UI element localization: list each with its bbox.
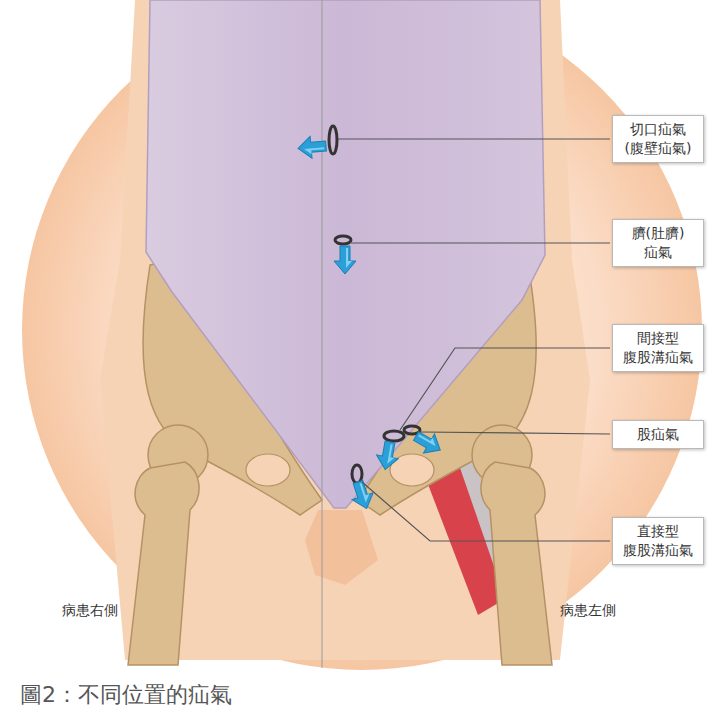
lower-body: [305, 510, 378, 585]
hernia-arrow: [411, 426, 446, 459]
callout-text: 直接型 腹股溝疝氣: [621, 522, 695, 560]
hernia-opening: [329, 126, 420, 483]
callout-text: 間接型 腹股溝疝氣: [621, 329, 695, 367]
callout-box: 間接型 腹股溝疝氣: [612, 324, 704, 372]
hernia-arrow: [334, 246, 356, 274]
callout-box: 直接型 腹股溝疝氣: [612, 517, 704, 565]
leader-line: [338, 139, 610, 541]
callout-box: 股疝氣: [612, 420, 704, 449]
background-circle: [22, 0, 702, 670]
callout-box: 臍(肚臍) 疝氣: [612, 219, 704, 267]
midline: [322, 0, 323, 668]
side-label: 病患左側: [560, 602, 616, 620]
obturator-foramen: [246, 454, 290, 486]
hernia-arrow: [348, 479, 378, 512]
hernia-arrow: [374, 440, 401, 471]
abdominal-wall: [146, 0, 545, 508]
figure-caption: 圖2：不同位置的疝氣: [20, 680, 232, 710]
hernia-arrow: [297, 135, 327, 159]
callout-text: 股疝氣: [621, 425, 695, 444]
callout-text: 切口疝氣 (腹壁疝氣): [621, 120, 695, 158]
side-label: 病患右側: [62, 602, 118, 620]
callout-text: 臍(肚臍) 疝氣: [621, 224, 695, 262]
callout-box: 切口疝氣 (腹壁疝氣): [612, 115, 704, 163]
